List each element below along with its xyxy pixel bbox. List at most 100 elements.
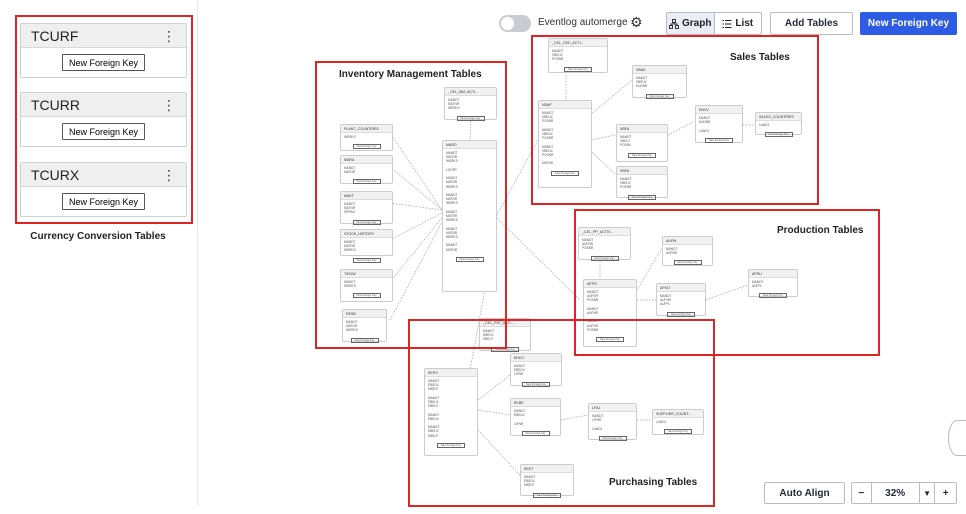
node-new-foreign-key-button[interactable]: New Foreign Key <box>673 260 702 266</box>
node-new-foreign-key-button[interactable]: New Foreign Key <box>352 293 381 299</box>
node-title: SUPPLIER_COUNT... <box>653 410 703 418</box>
zoom-in-button[interactable]: + <box>934 483 956 503</box>
table-card-tcurf[interactable]: TCURF ⋮ New Foreign Key <box>20 23 187 78</box>
eventlog-automerge-toggle[interactable] <box>499 15 531 32</box>
new-foreign-key-button[interactable]: New Foreign Key <box>61 193 146 210</box>
add-tables-button[interactable]: Add Tables <box>770 12 853 35</box>
node-new-foreign-key-button[interactable]: New Foreign Key <box>590 255 619 261</box>
list-view-button[interactable]: List <box>715 13 762 34</box>
node-new-foreign-key-button[interactable]: New Foreign Key <box>628 194 656 200</box>
node-title: MAKT <box>341 192 392 200</box>
currency-group-label: Currency Conversion Tables <box>30 231 166 242</box>
node-new-foreign-key-button[interactable]: New Foreign Key <box>628 152 656 158</box>
chevron-down-icon[interactable]: ▼ <box>918 483 935 503</box>
graph-view-label: Graph <box>682 18 712 29</box>
node-sales-countries[interactable]: SALES_COUNTRIES LAND1 New Foreign Key <box>755 112 802 138</box>
zoom-out-button[interactable]: − <box>852 483 872 503</box>
node-new-foreign-key-button[interactable]: New Foreign Key <box>759 293 787 299</box>
table-name: TCURF <box>31 27 79 44</box>
node-new-foreign-key-button[interactable]: New Foreign Key <box>437 442 465 448</box>
table-card-tcurr[interactable]: TCURR ⋮ New Foreign Key <box>20 92 187 147</box>
node-new-foreign-key-button[interactable]: New Foreign Key <box>664 429 692 435</box>
node-new-foreign-key-button[interactable]: New Foreign Key <box>551 170 579 176</box>
table-name: TCURR <box>31 96 80 113</box>
eventlog-automerge-label: Eventlog automerge <box>538 17 628 28</box>
table-card-tcurx[interactable]: TCURX ⋮ New Foreign Key <box>20 162 187 217</box>
node-new-foreign-key-button[interactable]: New Foreign Key <box>352 219 381 225</box>
zoom-level[interactable]: 32% <box>885 487 906 499</box>
node-title: AFRU <box>749 270 797 278</box>
node-title: AFPO <box>584 280 636 288</box>
node-new-foreign-key-button[interactable]: New Foreign Key <box>705 137 733 143</box>
new-foreign-key-button[interactable]: New Foreign Key <box>61 123 146 140</box>
node-new-foreign-key-button[interactable]: New Foreign Key <box>533 492 561 498</box>
node-title: EKPO <box>425 369 477 377</box>
node-plant-countries[interactable]: PLANT_COUNTRIES WERKS New Foreign Key <box>340 124 393 151</box>
inventory-group-title: Inventory Management Tables <box>339 69 482 80</box>
graph-view-button[interactable]: Graph <box>667 13 715 34</box>
node-title: EKET <box>521 465 573 473</box>
kebab-menu-icon[interactable]: ⋮ <box>162 166 176 183</box>
node-new-foreign-key-button[interactable]: New Foreign Key <box>521 430 550 436</box>
node-new-foreign-key-button[interactable]: New Foreign Key <box>352 144 381 150</box>
table-card-header: TCURF ⋮ <box>21 24 186 48</box>
sales-group-box <box>531 35 819 205</box>
currency-group-highlight <box>15 15 193 224</box>
node-new-foreign-key-button[interactable]: New Foreign Key <box>522 381 550 387</box>
node-new-foreign-key-button[interactable]: New Foreign Key <box>764 132 793 138</box>
node-new-foreign-key-button[interactable]: New Foreign Key <box>350 337 379 343</box>
gear-icon[interactable]: ⚙ <box>630 14 643 30</box>
node-new-foreign-key-button[interactable]: New Foreign Key <box>455 256 484 262</box>
auto-align-button[interactable]: Auto Align <box>764 482 845 504</box>
node-supplier-countries[interactable]: SUPPLIER_COUNT... LAND1 New Foreign Key <box>652 409 704 435</box>
table-card-header: TCURX ⋮ <box>21 163 186 187</box>
kebab-menu-icon[interactable]: ⋮ <box>162 27 176 44</box>
node-new-foreign-key-button[interactable]: New Foreign Key <box>596 337 624 343</box>
node-new-foreign-key-button[interactable]: New Foreign Key <box>456 115 485 121</box>
node-new-foreign-key-button[interactable]: New Foreign Key <box>564 66 592 72</box>
node-body: WERKS <box>344 135 356 139</box>
node-new-foreign-key-button[interactable]: New Foreign Key <box>667 311 695 317</box>
new-foreign-key-button[interactable]: New Foreign Key <box>61 54 146 71</box>
node-title: VBFA <box>617 125 667 133</box>
kebab-menu-icon[interactable]: ⋮ <box>162 96 176 113</box>
offscreen-node-edge <box>948 420 966 456</box>
node-new-foreign-key-button[interactable]: New Foreign Key <box>645 93 674 99</box>
node-new-foreign-key-button[interactable]: New Foreign Key <box>352 179 381 185</box>
node-title: _CEL_PP_ACTIV... <box>579 228 630 236</box>
node-title: MARD <box>443 141 496 149</box>
node-title: EKBE <box>511 399 560 407</box>
new-foreign-key-primary-button[interactable]: New Foreign Key <box>860 12 957 35</box>
node-new-foreign-key-button[interactable]: New Foreign Key <box>352 257 381 263</box>
node-new-foreign-key-button[interactable]: New Foreign Key <box>598 435 627 441</box>
